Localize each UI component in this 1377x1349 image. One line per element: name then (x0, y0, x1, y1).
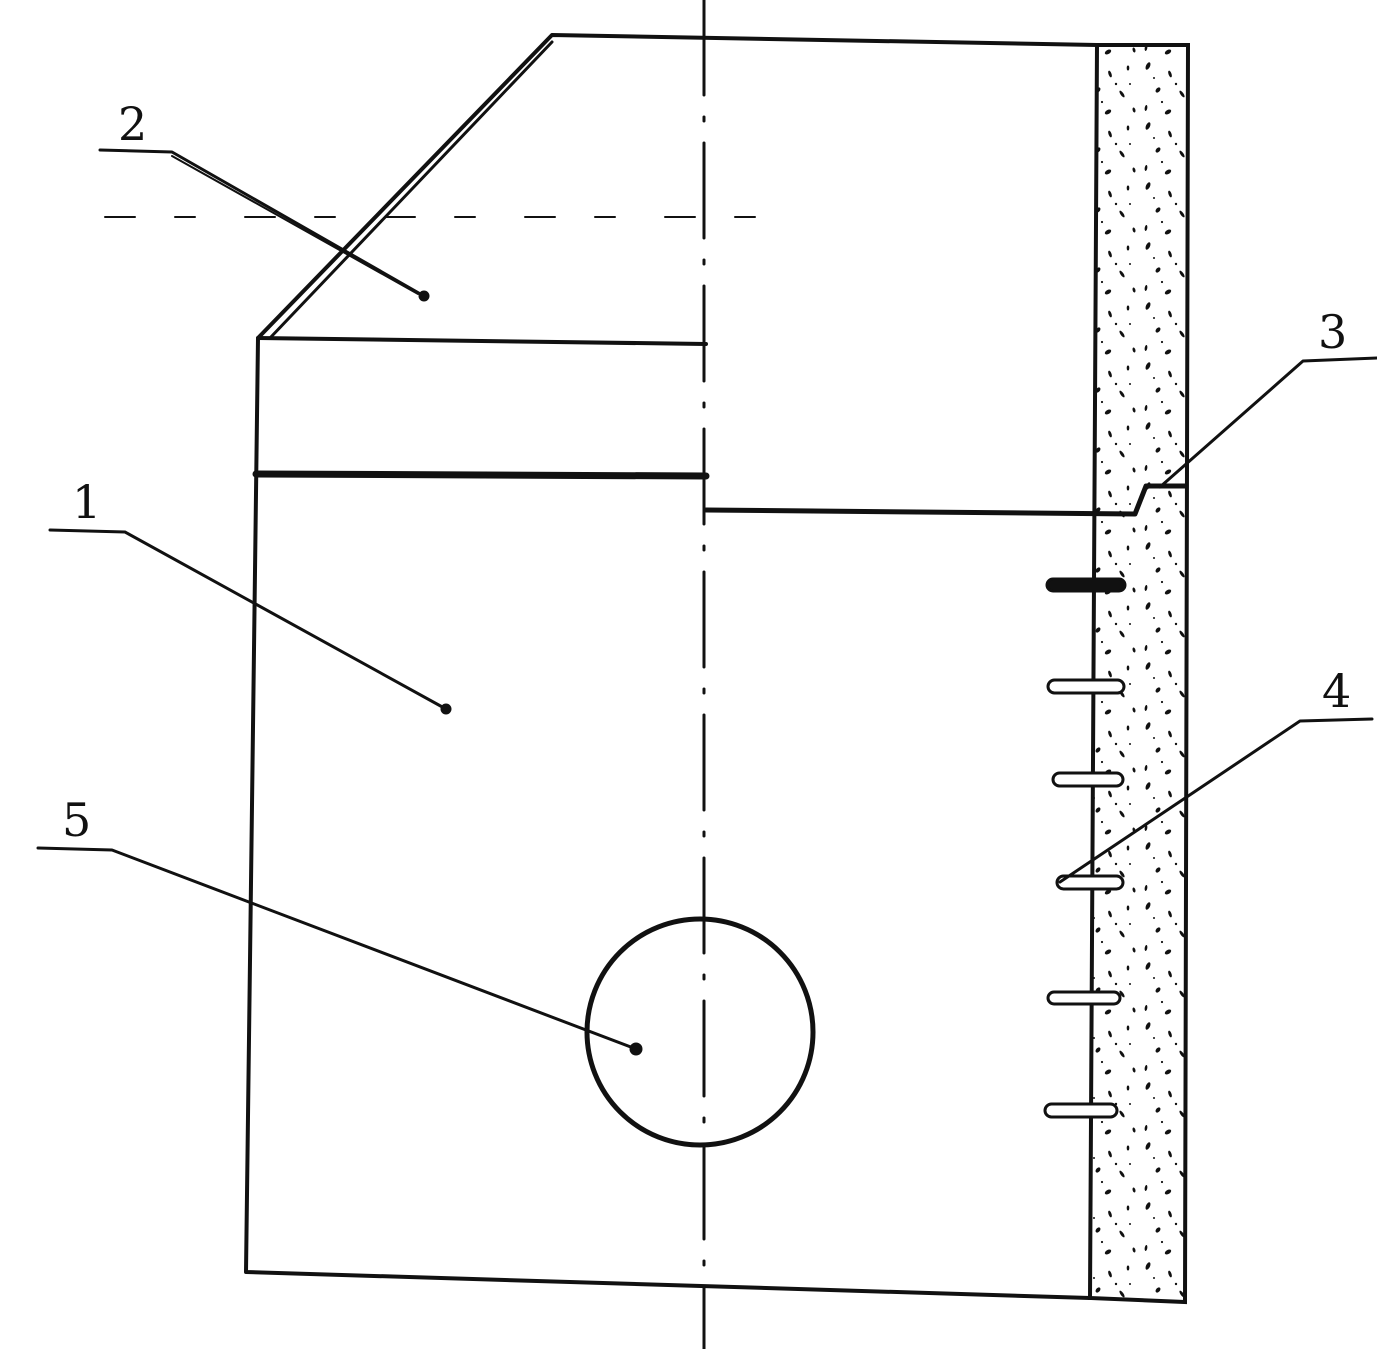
leader-dot-5 (629, 1042, 643, 1056)
body-outline (244, 33, 1099, 1300)
leader-line-5 (36, 846, 638, 1051)
anchor-pin (1046, 678, 1126, 695)
anchor-pin (1055, 874, 1125, 891)
anchor-pin (1051, 771, 1125, 788)
leader-dot-1 (440, 703, 452, 715)
label-4: 4 (1322, 664, 1351, 718)
leader-dot-2 (418, 290, 430, 302)
upper-block-bottom-line (252, 470, 710, 480)
anchor-pins (1043, 577, 1127, 1119)
anchor-pin (1043, 1102, 1119, 1119)
bevel-edge-inner (268, 40, 554, 340)
step-line (703, 483, 1189, 517)
anchor-pin (1046, 990, 1122, 1006)
leader-line-1 (48, 528, 448, 711)
leader-line-4 (1058, 717, 1374, 884)
label-2: 2 (118, 97, 147, 151)
label-1: 1 (72, 475, 101, 529)
label-5: 5 (62, 793, 91, 847)
leader-line-2 (98, 148, 426, 298)
label-3: 3 (1318, 305, 1347, 359)
leader-lines (36, 148, 1377, 1056)
leader-line-3 (1158, 356, 1377, 489)
circular-opening (584, 916, 816, 1148)
upper-block-top-line (256, 336, 708, 346)
leader-line-2-double (171, 155, 419, 295)
anchor-pin (1045, 577, 1127, 593)
